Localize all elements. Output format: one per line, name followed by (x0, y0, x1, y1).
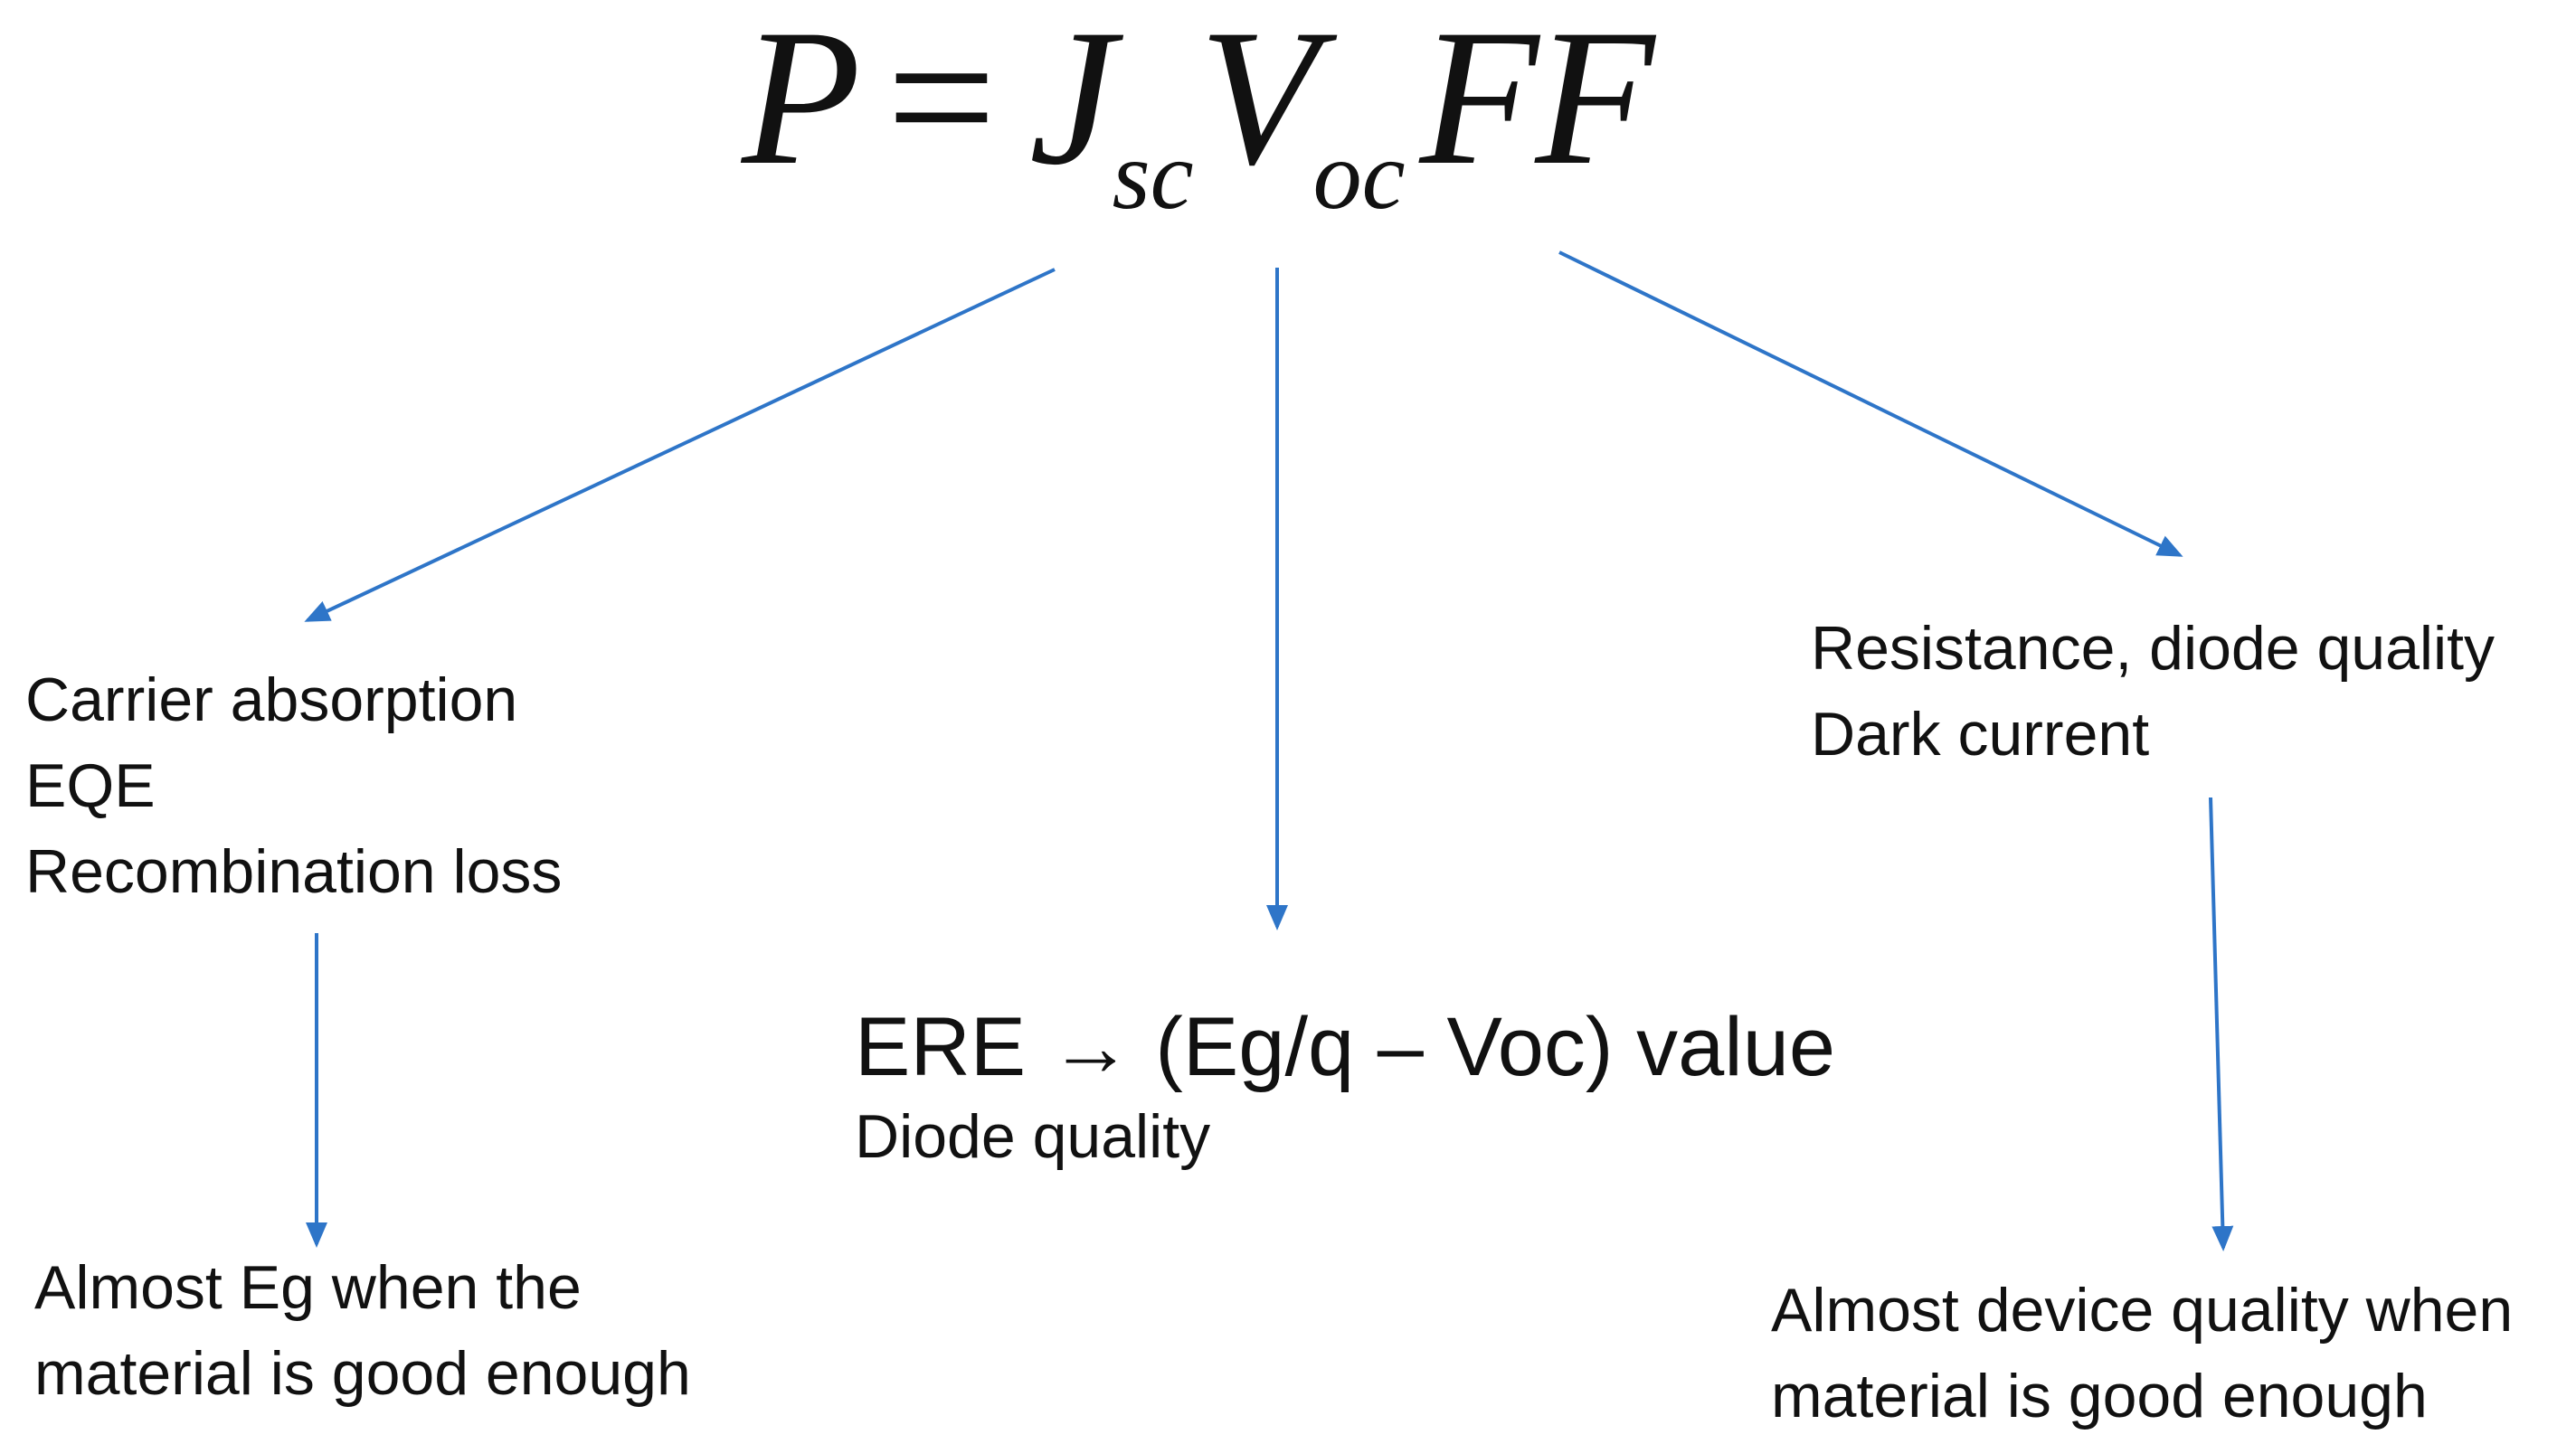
voc-main-line: ERE → (Eg/q – Voc) value (855, 1001, 1836, 1093)
voc-sub-line: Diode quality (855, 1102, 1211, 1171)
jsc-factor-line: Recombination loss (25, 837, 563, 906)
arrow-right-down (2209, 797, 2234, 1251)
equation-lhs: P (742, 0, 861, 205)
ff-conclusion: Almost device quality when material is g… (1771, 1268, 2513, 1439)
arrow-jsc-to-left (304, 268, 1056, 622)
jsc-conclusion-line: material is good enough (34, 1339, 691, 1408)
equation-ff: FF (1419, 0, 1655, 205)
arrow-ff-to-right (1558, 250, 2183, 557)
jsc-conclusion: Almost Eg when the material is good enou… (34, 1245, 691, 1417)
jsc-conclusion-line: Almost Eg when the (34, 1253, 582, 1322)
ff-conclusion-line: Almost device quality when (1771, 1276, 2514, 1345)
equation: P=JscVocFF (742, 0, 1655, 235)
ff-factor-line: Resistance, diode quality (1811, 614, 2496, 683)
equation-v: V (1198, 0, 1319, 205)
equation-v-subscript: oc (1312, 122, 1406, 230)
equation-j-subscript: sc (1112, 122, 1194, 230)
jsc-factor-line: Carrier absorption (25, 665, 518, 734)
ff-factor-line: Dark current (1811, 700, 2150, 769)
equation-equals: = (886, 0, 997, 205)
equation-j: J (1028, 0, 1116, 205)
ff-factors: Resistance, diode quality Dark current (1811, 606, 2495, 778)
jsc-factors: Carrier absorption EQE Recombination los… (25, 657, 562, 915)
ff-conclusion-line: material is good enough (1771, 1362, 2428, 1430)
jsc-factor-line: EQE (25, 751, 156, 820)
voc-factors: ERE → (Eg/q – Voc) value Diode quality (855, 996, 1835, 1175)
